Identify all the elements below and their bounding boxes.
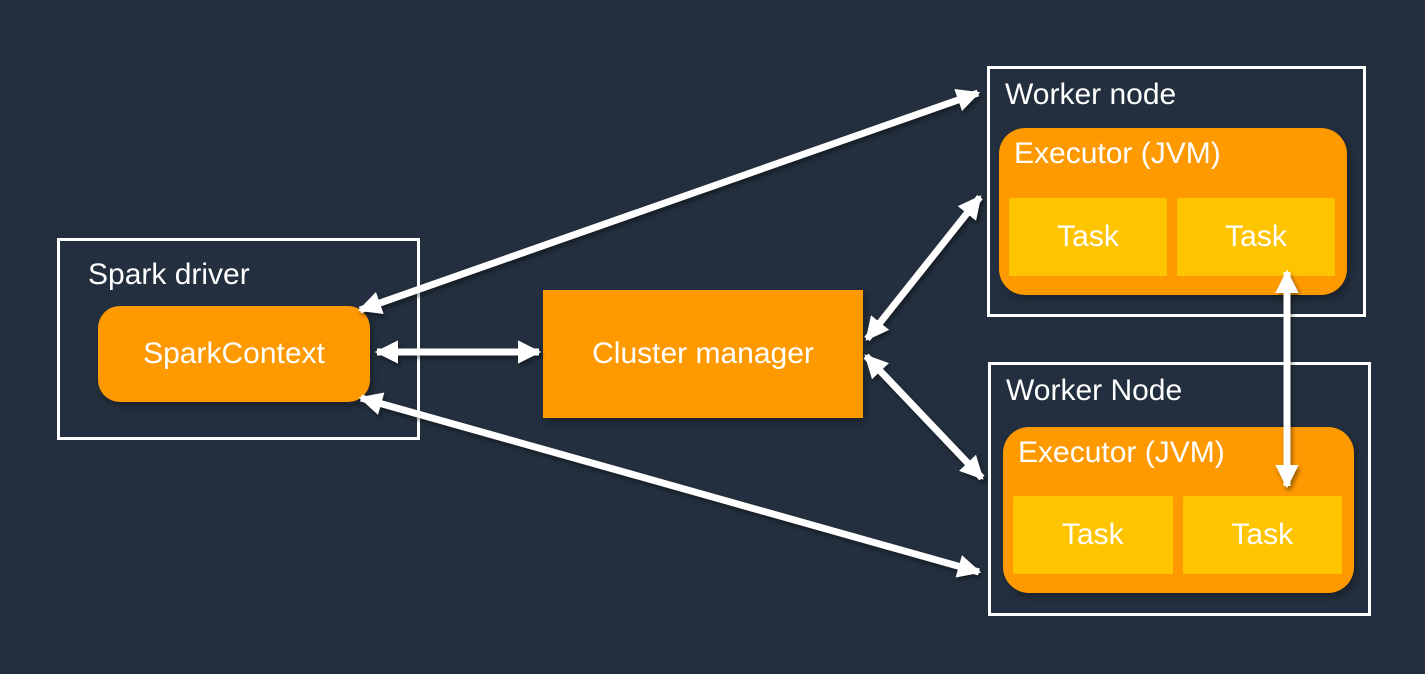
spark-driver-label: Spark driver <box>88 258 250 291</box>
task-node: Task <box>1009 198 1167 276</box>
worker-node-bottom-box <box>988 362 1371 616</box>
arrow-sparkcontext-worker-top <box>357 88 981 315</box>
task-node: Task <box>1177 198 1335 276</box>
arrow-sparkcontext-worker-bottom <box>358 392 982 578</box>
spark-context-label: SparkContext <box>143 337 325 370</box>
task-node: Task <box>1013 496 1173 574</box>
spark-context-node: SparkContext <box>98 306 370 402</box>
task-node: Task <box>1182 496 1342 574</box>
cluster-manager-node: Cluster manager <box>543 290 863 418</box>
executor-bottom-label: Executor (JVM) <box>1018 436 1225 469</box>
executor-bottom-tasks-row: Task Task <box>1013 496 1342 574</box>
executor-top-tasks-row: Task Task <box>1009 198 1335 276</box>
executor-top-label: Executor (JVM) <box>1014 137 1221 170</box>
spark-driver-box <box>57 238 420 440</box>
arrow-cluster-manager-worker-bottom <box>863 353 985 481</box>
executor-bottom-node: Executor (JVM) Task Task <box>1003 427 1354 593</box>
worker-node-bottom-label: Worker Node <box>1006 374 1183 407</box>
cluster-manager-label: Cluster manager <box>592 337 814 370</box>
worker-node-top-label: Worker node <box>1005 78 1177 111</box>
arrow-cluster-manager-worker-top <box>864 194 983 342</box>
worker-node-top-box <box>987 66 1366 317</box>
executor-top-node: Executor (JVM) Task Task <box>999 128 1347 295</box>
